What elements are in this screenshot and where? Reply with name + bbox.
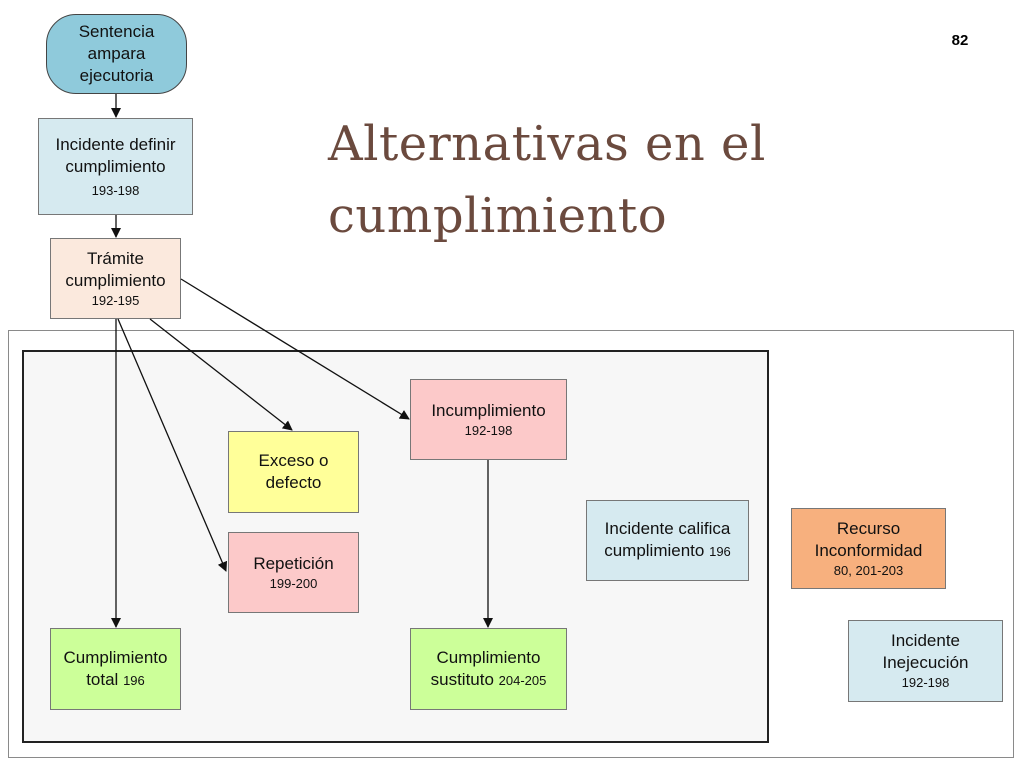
node-incumplimiento: Incumplimiento 192-198 [410, 379, 567, 460]
slide-title-line1: Alternativas en el [328, 116, 766, 172]
node-tramite-ref: 192-195 [91, 292, 140, 308]
node-sentencia-line2: ampara [87, 44, 146, 63]
node-repeticion: Repetición 199-200 [228, 532, 359, 613]
node-cumplimiento-sustituto-ref: 204-205 [498, 672, 547, 688]
node-cumplimiento-sustituto-line2-wrap: sustituto 204-205 [431, 669, 547, 692]
node-incidente-definir-line1: Incidente definir [55, 134, 176, 154]
node-incidente-inejecucion-line1: Incidente [891, 631, 960, 650]
node-cumplimiento-total-line2: total [86, 669, 119, 689]
node-tramite: Trámite cumplimiento 192-195 [50, 238, 181, 319]
node-cumplimiento-sustituto-line1: Cumplimiento [436, 647, 541, 667]
node-exceso-defecto: Exceso o defecto [228, 431, 359, 513]
node-recurso-inconformidad: Recurso Inconformidad 80, 201-203 [791, 508, 946, 589]
node-incidente-inejecucion: Incidente Inejecución 192-198 [848, 620, 1003, 702]
node-incidente-califica: Incidente califica cumplimiento 196 [586, 500, 749, 581]
node-cumplimiento-total-line1: Cumplimiento [63, 647, 168, 667]
node-incidente-califica-line2-wrap: cumplimiento 196 [604, 540, 731, 563]
node-tramite-line1: Trámite [87, 248, 144, 268]
node-sentencia-line3: ejecutoria [79, 66, 154, 85]
node-incidente-inejecucion-line2: Inejecución [882, 653, 969, 672]
node-cumplimiento-total-line2-wrap: total 196 [86, 669, 145, 692]
node-sentencia-line1: Sentencia [78, 22, 155, 41]
node-cumplimiento-sustituto: Cumplimiento sustituto 204-205 [410, 628, 567, 710]
node-incidente-califica-ref: 196 [709, 544, 731, 559]
node-incidente-definir-line2: cumplimiento [65, 156, 166, 176]
node-cumplimiento-total-ref: 196 [123, 672, 145, 688]
node-incumplimiento-ref: 192-198 [464, 422, 513, 438]
node-exceso-line2: defecto [265, 473, 322, 492]
node-recurso-ref: 80, 201-203 [833, 562, 904, 578]
node-repeticion-ref: 199-200 [269, 575, 318, 591]
node-incidente-definir: Incidente definir cumplimiento 193-198 [38, 118, 193, 215]
node-sentencia: Sentencia ampara ejecutoria [46, 14, 187, 94]
node-tramite-line2: cumplimiento [65, 270, 166, 290]
node-incumplimiento-line1: Incumplimiento [431, 400, 546, 420]
slide-title-line2: cumplimiento [328, 188, 668, 244]
node-recurso-line2: Inconformidad [814, 540, 923, 560]
node-exceso-line1: Exceso o [258, 451, 329, 470]
node-repeticion-line1: Repetición [253, 553, 334, 573]
node-cumplimiento-total: Cumplimiento total 196 [50, 628, 181, 710]
slide-number: 82 [951, 32, 969, 49]
node-cumplimiento-sustituto-line2: sustituto [430, 669, 494, 689]
node-incidente-califica-line1: Incidente califica [604, 519, 731, 538]
node-incidente-definir-ref: 193-198 [91, 182, 140, 198]
node-recurso-line1: Recurso [836, 518, 901, 538]
slide-title: Alternativas en el cumplimiento [328, 108, 928, 252]
node-incidente-califica-line2: cumplimiento [604, 541, 705, 560]
node-incidente-inejecucion-ref: 192-198 [901, 675, 950, 690]
